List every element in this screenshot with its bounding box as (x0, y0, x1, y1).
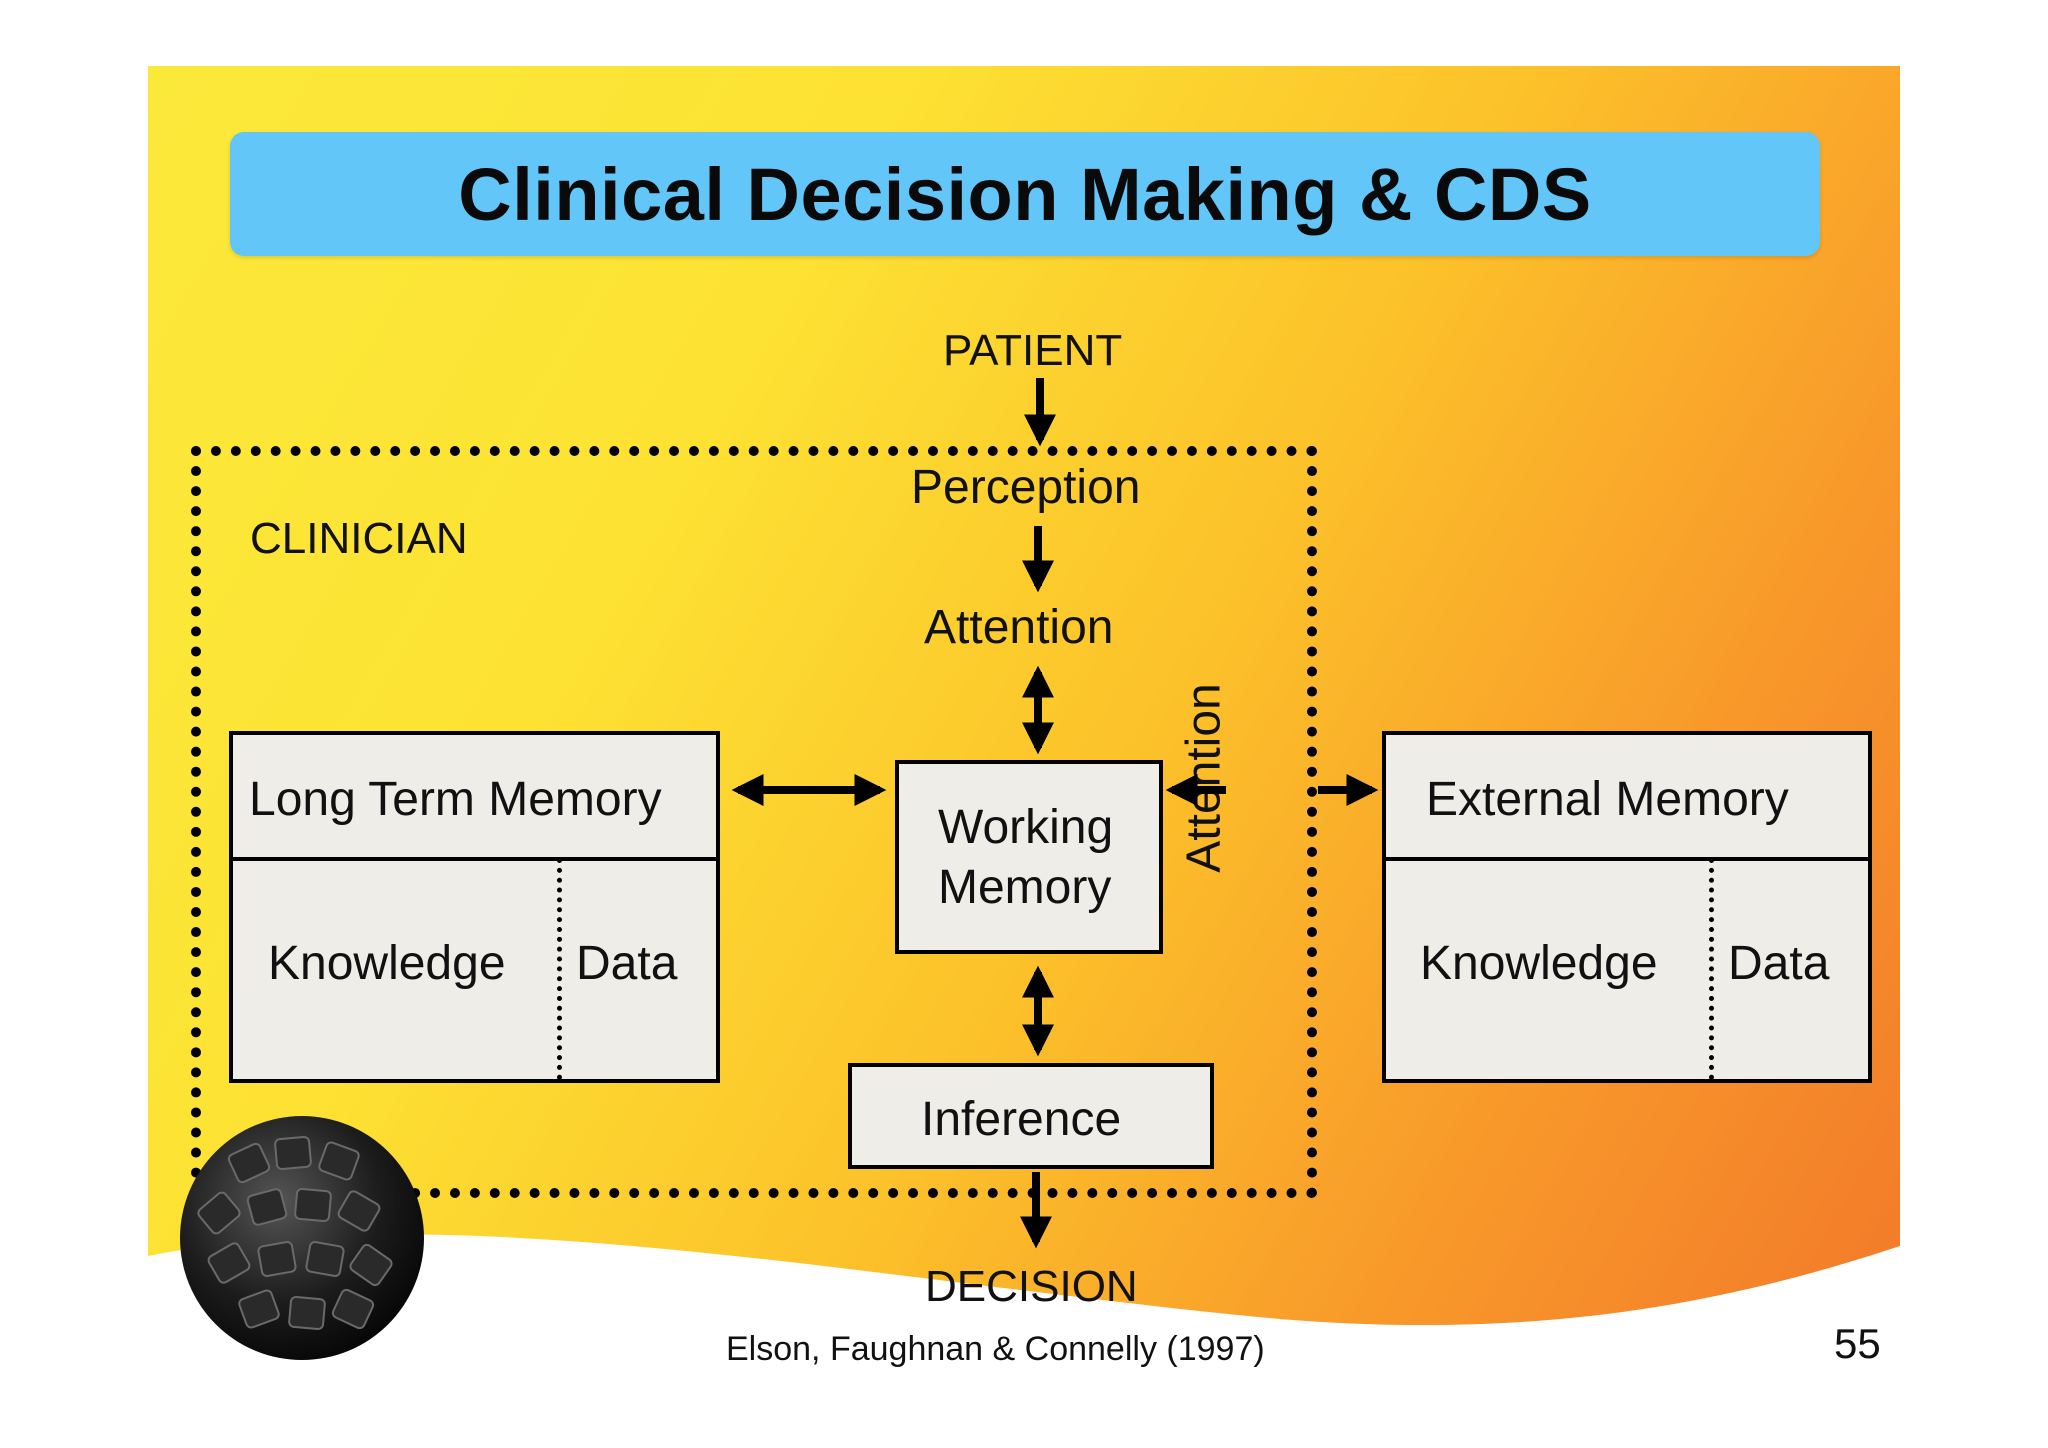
patient-label: PATIENT (943, 326, 1123, 375)
title-bar: Clinical Decision Making & CDS (230, 132, 1820, 256)
white-wave-decoration (148, 1234, 1900, 1386)
ltm-divider (557, 858, 562, 1080)
inference-label: Inference (921, 1093, 1122, 1146)
attention-label: Attention (924, 601, 1114, 654)
long-term-memory-title: Long Term Memory (249, 773, 662, 826)
em-divider (1709, 858, 1714, 1080)
working-memory-line1: Working (938, 801, 1114, 854)
clinician-boundary (191, 446, 1317, 1198)
external-memory-header (1386, 735, 1868, 861)
inference-box (848, 1063, 1214, 1169)
working-memory-box (895, 760, 1163, 954)
em-knowledge-label: Knowledge (1420, 937, 1658, 990)
em-data-label: Data (1728, 937, 1830, 990)
page-number: 55 (1834, 1320, 1881, 1367)
ltm-knowledge-label: Knowledge (268, 937, 506, 990)
perception-label: Perception (911, 461, 1141, 514)
long-term-memory-header (233, 735, 716, 861)
citation-text: Elson, Faughnan & Connelly (1997) (726, 1330, 1265, 1368)
long-term-memory-box (229, 731, 720, 1083)
keyboard-ball-icon (180, 1116, 424, 1360)
external-memory-box (1382, 731, 1872, 1083)
clinician-label: CLINICIAN (250, 514, 468, 563)
external-memory-title: External Memory (1426, 773, 1789, 826)
decision-label: DECISION (925, 1262, 1138, 1311)
working-memory-line2: Memory (938, 861, 1112, 914)
slide-title: Clinical Decision Making & CDS (458, 152, 1592, 236)
ltm-data-label: Data (576, 937, 678, 990)
